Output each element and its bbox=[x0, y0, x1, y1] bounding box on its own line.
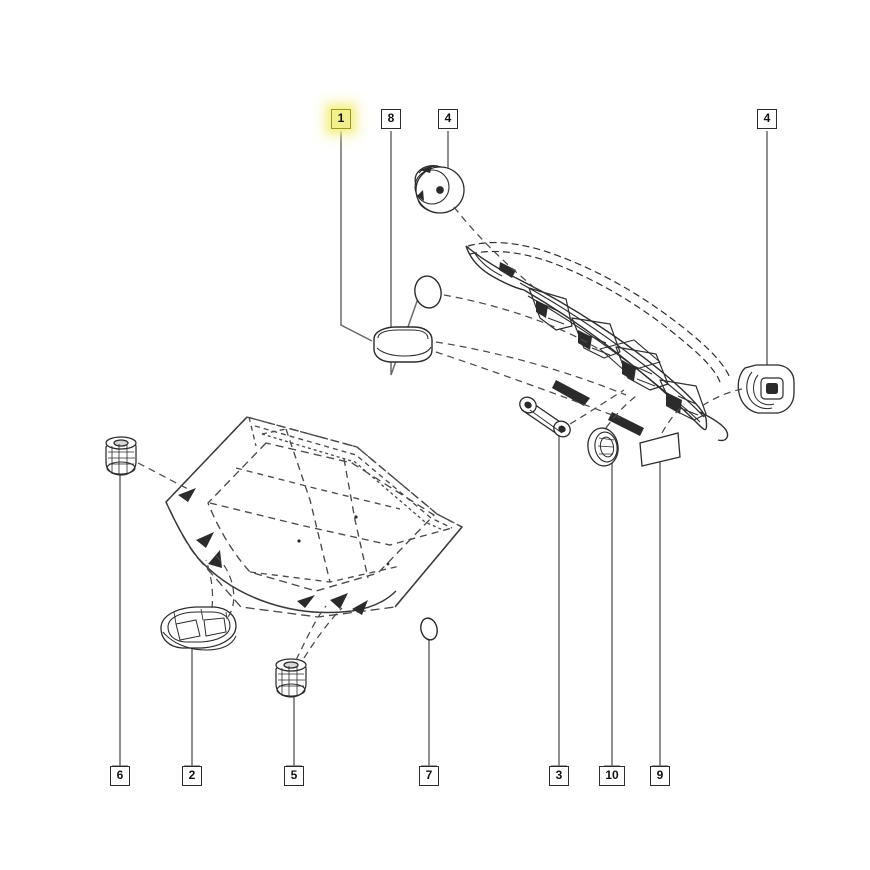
arrow-hood-mid-stop bbox=[196, 532, 214, 548]
hood-point-c bbox=[386, 562, 390, 566]
hood-panel bbox=[165, 416, 464, 618]
callout-3[interactable]: 3 bbox=[549, 766, 569, 786]
callout-4-upper[interactable]: 4 bbox=[438, 109, 458, 129]
arrow-hood-seal bbox=[208, 550, 222, 568]
assembly-10 bbox=[605, 395, 637, 429]
assembly-1-b bbox=[435, 351, 621, 419]
hood-rear-hem-inner bbox=[254, 425, 453, 529]
arrow-hood-right-stop bbox=[297, 595, 315, 608]
part-cone-stop-right bbox=[275, 658, 307, 698]
part-small-ellipse bbox=[420, 617, 438, 641]
assembly-5 bbox=[295, 605, 327, 661]
hood-point-b bbox=[354, 515, 358, 519]
cowl-right-end bbox=[699, 411, 729, 442]
cowl-panel bbox=[465, 241, 731, 442]
assembly-4-right bbox=[701, 388, 743, 407]
callout-1[interactable]: 1 bbox=[331, 109, 351, 129]
part-square-grommet-right bbox=[737, 364, 795, 414]
assembly-8 bbox=[443, 294, 601, 351]
callout-6[interactable]: 6 bbox=[110, 766, 130, 786]
callout-8[interactable]: 8 bbox=[381, 109, 401, 129]
cowl-top-flange-2 bbox=[469, 250, 721, 383]
leader-lines-group bbox=[119, 131, 768, 766]
cowl-shading bbox=[499, 262, 682, 436]
part-cone-stop-left bbox=[105, 436, 137, 476]
hood-rear-hem-outer bbox=[246, 416, 463, 528]
hood-inner-frame bbox=[207, 442, 436, 592]
hood-rib-e bbox=[249, 565, 401, 583]
cowl-top-flange bbox=[467, 241, 731, 379]
assembly-6 bbox=[137, 462, 191, 491]
part-flat-pad bbox=[639, 432, 681, 467]
cowl-detail-c bbox=[633, 365, 656, 387]
part-oval-seal bbox=[160, 606, 237, 651]
cowl-upper-edge bbox=[465, 245, 707, 419]
hood-point-a bbox=[297, 539, 301, 543]
assembly-4-upper bbox=[453, 206, 541, 293]
assembly-dashed-paths bbox=[137, 206, 743, 661]
cowl-center-channel bbox=[519, 282, 705, 418]
hood-lower-sweep bbox=[197, 557, 397, 614]
part-oval-plug bbox=[373, 326, 433, 363]
part-round-plug bbox=[414, 275, 442, 309]
hood-corner-notch bbox=[248, 416, 287, 447]
assembly-2 bbox=[215, 555, 235, 618]
hood-outline bbox=[165, 416, 464, 618]
assembly-5b bbox=[303, 607, 343, 659]
hood-right-edge bbox=[394, 526, 463, 608]
cowl-plateau bbox=[599, 339, 661, 373]
leader-line-1 bbox=[340, 131, 373, 342]
cowl-left-tip bbox=[465, 245, 525, 291]
callout-4-right[interactable]: 4 bbox=[757, 109, 777, 129]
callout-7[interactable]: 7 bbox=[419, 766, 439, 786]
assembly-9 bbox=[661, 403, 685, 434]
cowl-left-tip-inner bbox=[473, 251, 503, 277]
hood-front-edge bbox=[165, 416, 248, 559]
cowl-center-channel-2 bbox=[527, 295, 701, 423]
leader-line-8 bbox=[390, 131, 422, 376]
hood-rib-c bbox=[209, 502, 453, 546]
assembly-2b bbox=[205, 559, 214, 609]
hood-rib-b bbox=[343, 458, 369, 579]
callout-9[interactable]: 9 bbox=[650, 766, 670, 786]
hood-assembly-arrows bbox=[178, 488, 368, 615]
hood-rear-hem-inner2 bbox=[261, 433, 444, 531]
callout-5[interactable]: 5 bbox=[284, 766, 304, 786]
hood-rib-d bbox=[235, 467, 401, 510]
part-round-grommet-upper bbox=[414, 165, 465, 214]
arrow-hood-right-stop2 bbox=[330, 593, 348, 609]
callout-10[interactable]: 10 bbox=[599, 766, 625, 786]
arrow-hood-left-stop bbox=[178, 488, 196, 502]
hood-rib-a bbox=[285, 428, 331, 583]
part-ring-grommet bbox=[587, 427, 619, 467]
assembly-3 bbox=[569, 389, 625, 425]
part-link-bar bbox=[519, 396, 571, 438]
assembly-1-a bbox=[435, 341, 627, 396]
arrow-hood-far bbox=[352, 600, 368, 615]
callout-2[interactable]: 2 bbox=[182, 766, 202, 786]
